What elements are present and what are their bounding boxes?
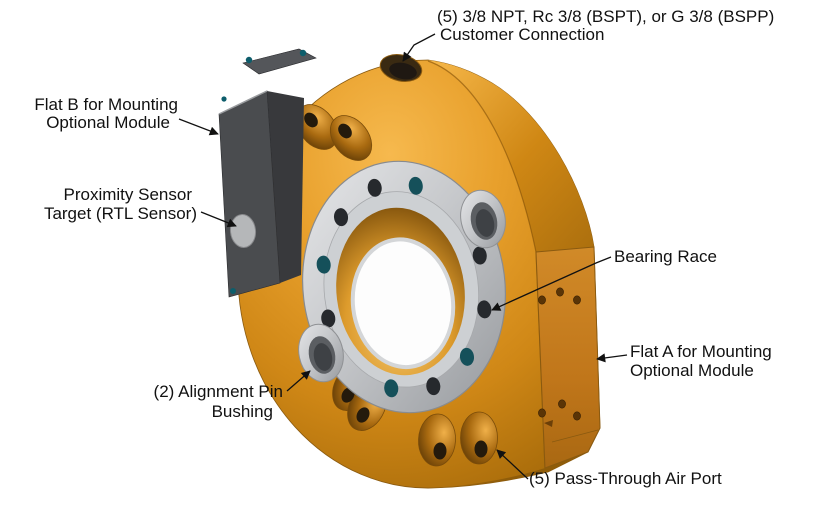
- label-pass-through: (5) Pass-Through Air Port: [529, 469, 722, 488]
- label-alignment-pin-line2: Bushing: [212, 402, 273, 421]
- label-flat-b-line1: Flat B for Mounting: [34, 95, 178, 114]
- leader-bearing-race: [491, 256, 612, 311]
- air-port-pair-top-left: [295, 104, 373, 161]
- connector-screw-icon: [245, 56, 253, 64]
- bearing-race: [301, 160, 507, 414]
- flat-a-mounting-holes: [538, 287, 581, 421]
- label-alignment-pin-line1: (2) Alignment Pin: [154, 382, 283, 401]
- label-flat-a-line2: Optional Module: [630, 361, 754, 380]
- leader-customer-connection: [402, 33, 436, 62]
- module-connector-block: [242, 48, 317, 75]
- flat-a-index-mark: [544, 420, 553, 427]
- leader-lines: [178, 33, 628, 480]
- label-customer-connection-line2: Customer Connection: [440, 25, 604, 44]
- labels: (5) 3/8 NPT, Rc 3/8 (BSPT), or G 3/8 (BS…: [34, 7, 774, 488]
- module-screw-icon: [221, 96, 227, 102]
- label-flat-a-line1: Flat A for Mounting: [630, 342, 772, 361]
- body-fold-edge: [427, 60, 546, 469]
- module-top-edge: [218, 90, 268, 115]
- proximity-sensor-module: [218, 48, 317, 298]
- leader-pass-through: [496, 449, 529, 480]
- leader-alignment-pin: [286, 370, 311, 392]
- tool-changer-body: [237, 54, 601, 489]
- module-screw-icon: [230, 288, 236, 294]
- label-flat-b-line2: Optional Module: [46, 113, 170, 132]
- module-side-face: [267, 91, 304, 283]
- flat-a-face: [535, 246, 601, 469]
- connector-screw-icon: [299, 49, 307, 57]
- label-customer-connection-line1: (5) 3/8 NPT, Rc 3/8 (BSPT), or G 3/8 (BS…: [437, 7, 774, 26]
- label-proximity-line2: Target (RTL Sensor): [44, 204, 197, 223]
- alignment-pin-bushing-upper: [460, 189, 506, 249]
- leader-flat-b: [178, 118, 219, 136]
- bolt-holes: [316, 176, 492, 398]
- air-port-pair-bottom: [418, 411, 498, 467]
- alignment-pin-bushing-lower: [298, 323, 344, 383]
- label-bearing-race: Bearing Race: [614, 247, 717, 266]
- leader-proximity-sensor: [200, 211, 237, 228]
- center-bore-opening: [350, 237, 456, 370]
- leader-flat-a: [596, 353, 628, 363]
- label-proximity-line1: Proximity Sensor: [64, 185, 193, 204]
